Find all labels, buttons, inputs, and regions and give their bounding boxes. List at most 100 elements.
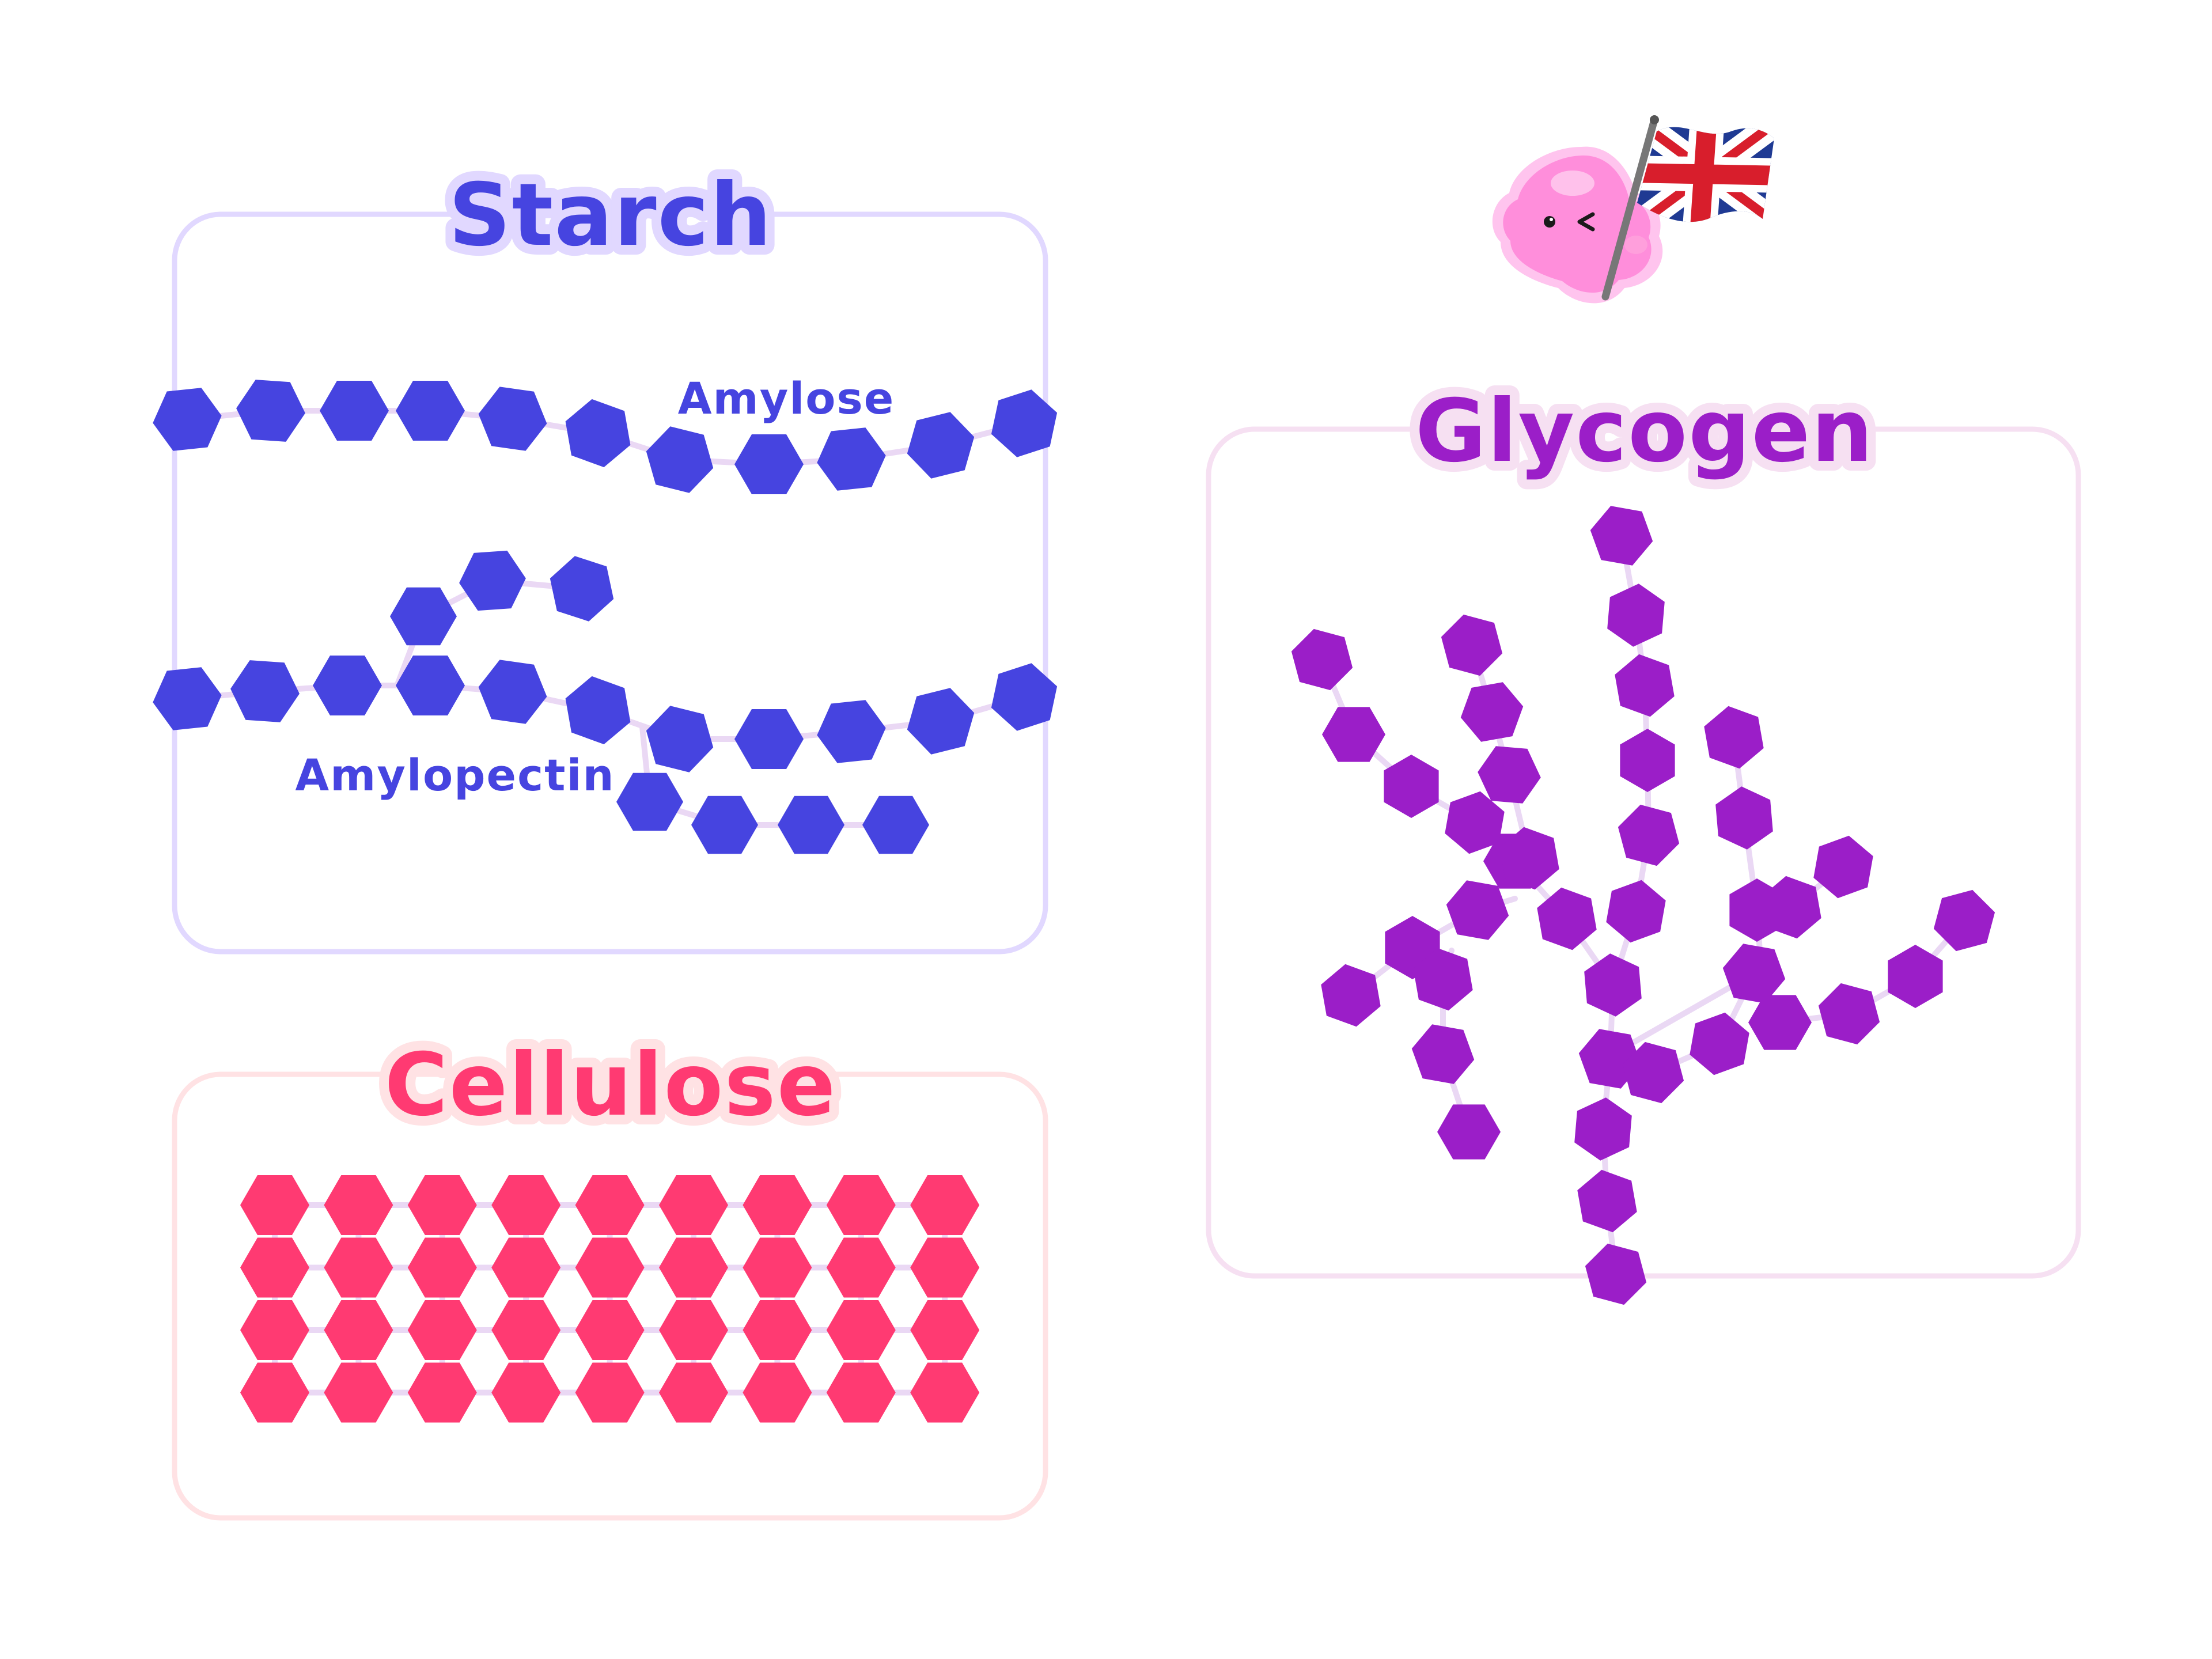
glycogen-unit [1460, 682, 1524, 742]
glycogen-unit [1590, 506, 1653, 566]
glycogen-unit [1615, 654, 1675, 717]
amylose-unit [236, 380, 305, 442]
glycogen-unit [1577, 1169, 1637, 1233]
cellulose-unit [240, 1362, 309, 1423]
cellulose-unit [324, 1362, 393, 1423]
amylose-unit [991, 389, 1058, 457]
cellulose-units [240, 1175, 980, 1423]
amylose-unit [646, 426, 714, 493]
amylopectin-branch-unit [691, 796, 758, 854]
cellulose-unit [659, 1237, 728, 1298]
glycogen-unit [1607, 584, 1665, 647]
cellulose-unit [491, 1237, 561, 1298]
amylopectin-unit [991, 663, 1058, 731]
glycogen-unit [1704, 706, 1764, 769]
cellulose-unit [324, 1300, 393, 1360]
amylopectin-unit [817, 700, 886, 763]
glycogen-unit [1888, 945, 1943, 1008]
glycogen-unit [1321, 964, 1381, 1027]
cellulose-unit [407, 1300, 477, 1360]
glycogen-unit [1690, 1012, 1749, 1075]
glycogen-unit [1622, 1041, 1684, 1104]
cellulose-unit [826, 1237, 896, 1298]
glycogen-title: Glycogen [1415, 381, 1874, 482]
glycogen-unit [1411, 1024, 1475, 1084]
amylose-unit [734, 434, 804, 494]
amylopectin-branch-unit [778, 796, 844, 854]
amylose-unit [907, 412, 975, 479]
mascot-eye-icon [1544, 216, 1555, 228]
amylopectin-branch-unit [862, 796, 929, 854]
glycogen-units [1291, 506, 1995, 1305]
cellulose-unit [575, 1237, 645, 1298]
glycogen-unit [1478, 746, 1541, 804]
amylopectin-unit [734, 709, 804, 769]
cellulose-frame [172, 1071, 1048, 1521]
glycogen-unit [1446, 880, 1509, 940]
glycogen-unit [1291, 628, 1353, 691]
amylopectin-unit [230, 660, 300, 722]
cellulose-unit [491, 1300, 561, 1360]
cellulose-unit [659, 1362, 728, 1423]
glycogen-unit [1499, 827, 1559, 890]
amylopectin-unit [565, 676, 631, 745]
cellulose-unit [826, 1175, 896, 1235]
glycogen-unit [1606, 880, 1666, 943]
glycogen-panel: Glycogen [1206, 372, 2081, 1305]
amylose-unit [320, 381, 389, 441]
cellulose-unit [324, 1237, 393, 1298]
cellulose-unit [575, 1300, 645, 1360]
cellulose-unit [240, 1300, 309, 1360]
cellulose-unit [407, 1362, 477, 1423]
cellulose-unit [491, 1362, 561, 1423]
cellulose-unit [743, 1300, 812, 1360]
glycogen-unit [1413, 948, 1473, 1011]
cellulose-unit [659, 1300, 728, 1360]
cellulose-unit [826, 1300, 896, 1360]
cellulose-title: Cellulose [385, 1035, 837, 1135]
amylopectin-label: Amylopectin [295, 749, 615, 801]
cellulose-unit [240, 1237, 309, 1298]
amylopectin-unit [313, 656, 382, 715]
glycogen-unit [1933, 889, 1995, 952]
cellulose-unit [324, 1175, 393, 1235]
glycogen-unit [1762, 876, 1821, 939]
amylopectin-unit [153, 667, 222, 730]
cellulose-unit [407, 1237, 477, 1298]
glycogen-unit [1437, 1104, 1501, 1160]
amylopectin-branch-unit [616, 772, 683, 831]
amylopectin-unit [396, 656, 465, 715]
mascot-wink-icon [1577, 212, 1595, 232]
amylopectin-unit [907, 688, 975, 755]
cellulose-unit [826, 1362, 896, 1423]
cellulose-unit [910, 1237, 980, 1298]
cellulose-unit [743, 1237, 812, 1298]
glycogen-unit [1441, 614, 1503, 676]
glycogen-unit [1585, 1243, 1647, 1305]
glycogen-unit [1584, 953, 1642, 1017]
amylose-unit [153, 388, 222, 451]
cellulose-unit [910, 1175, 980, 1235]
cellulose-unit [575, 1175, 645, 1235]
glycogen-unit [1620, 729, 1675, 792]
starch-frame [172, 211, 1048, 955]
amylopectin-branch-unit [550, 556, 614, 622]
cellulose-unit [743, 1362, 812, 1423]
glycogen-unit [1722, 944, 1786, 1003]
amylopectin-unit [646, 706, 714, 772]
cellulose-unit [910, 1362, 980, 1423]
amylopectin-branch-unit [390, 587, 457, 646]
glycogen-unit [1715, 786, 1773, 850]
cellulose-unit [240, 1175, 309, 1235]
amylose-label: Amylose [678, 373, 895, 424]
glycogen-unit [1384, 755, 1439, 818]
amylose-unit [478, 387, 547, 451]
glycogen-unit [1537, 887, 1597, 950]
starch-title: Starch [449, 165, 773, 266]
amylose-unit [565, 399, 631, 468]
amylopectin-unit [478, 660, 547, 724]
cellulose-unit [910, 1300, 980, 1360]
glycogen-unit [1818, 983, 1880, 1045]
glycogen-unit [1574, 1097, 1632, 1161]
